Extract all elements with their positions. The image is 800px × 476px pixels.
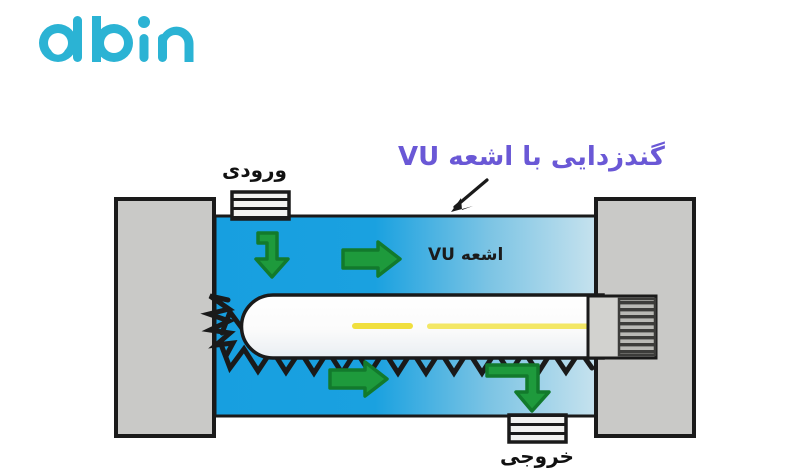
lamp-socket[interactable] bbox=[586, 294, 658, 360]
flow-arrow-inlet-bend bbox=[254, 231, 290, 279]
brand-logo[interactable] bbox=[28, 8, 218, 70]
diagram-title: گندزدایی با اشعه UV bbox=[398, 142, 665, 172]
pointer-arrow-icon bbox=[451, 178, 489, 212]
lamp-filament-main bbox=[427, 323, 607, 329]
lamp-filament-segment bbox=[352, 323, 413, 329]
outlet-label: خروجی bbox=[500, 444, 574, 468]
flow-arrow-outlet-bend bbox=[485, 363, 551, 413]
flow-arrow-upper-straight bbox=[341, 240, 402, 278]
uv-rays-label: اشعه UV bbox=[428, 245, 504, 265]
radiation-zigzag-bottom bbox=[219, 344, 595, 378]
radiation-burst-left bbox=[200, 293, 238, 359]
uv-lamp[interactable] bbox=[239, 293, 608, 360]
inlet-label: ورودی bbox=[222, 158, 287, 182]
water-droplet-icon bbox=[50, 35, 66, 55]
flow-arrow-lower-straight bbox=[328, 360, 389, 398]
left-flange[interactable] bbox=[114, 197, 216, 438]
inlet-port[interactable] bbox=[230, 190, 291, 221]
outlet-port[interactable] bbox=[507, 413, 568, 444]
